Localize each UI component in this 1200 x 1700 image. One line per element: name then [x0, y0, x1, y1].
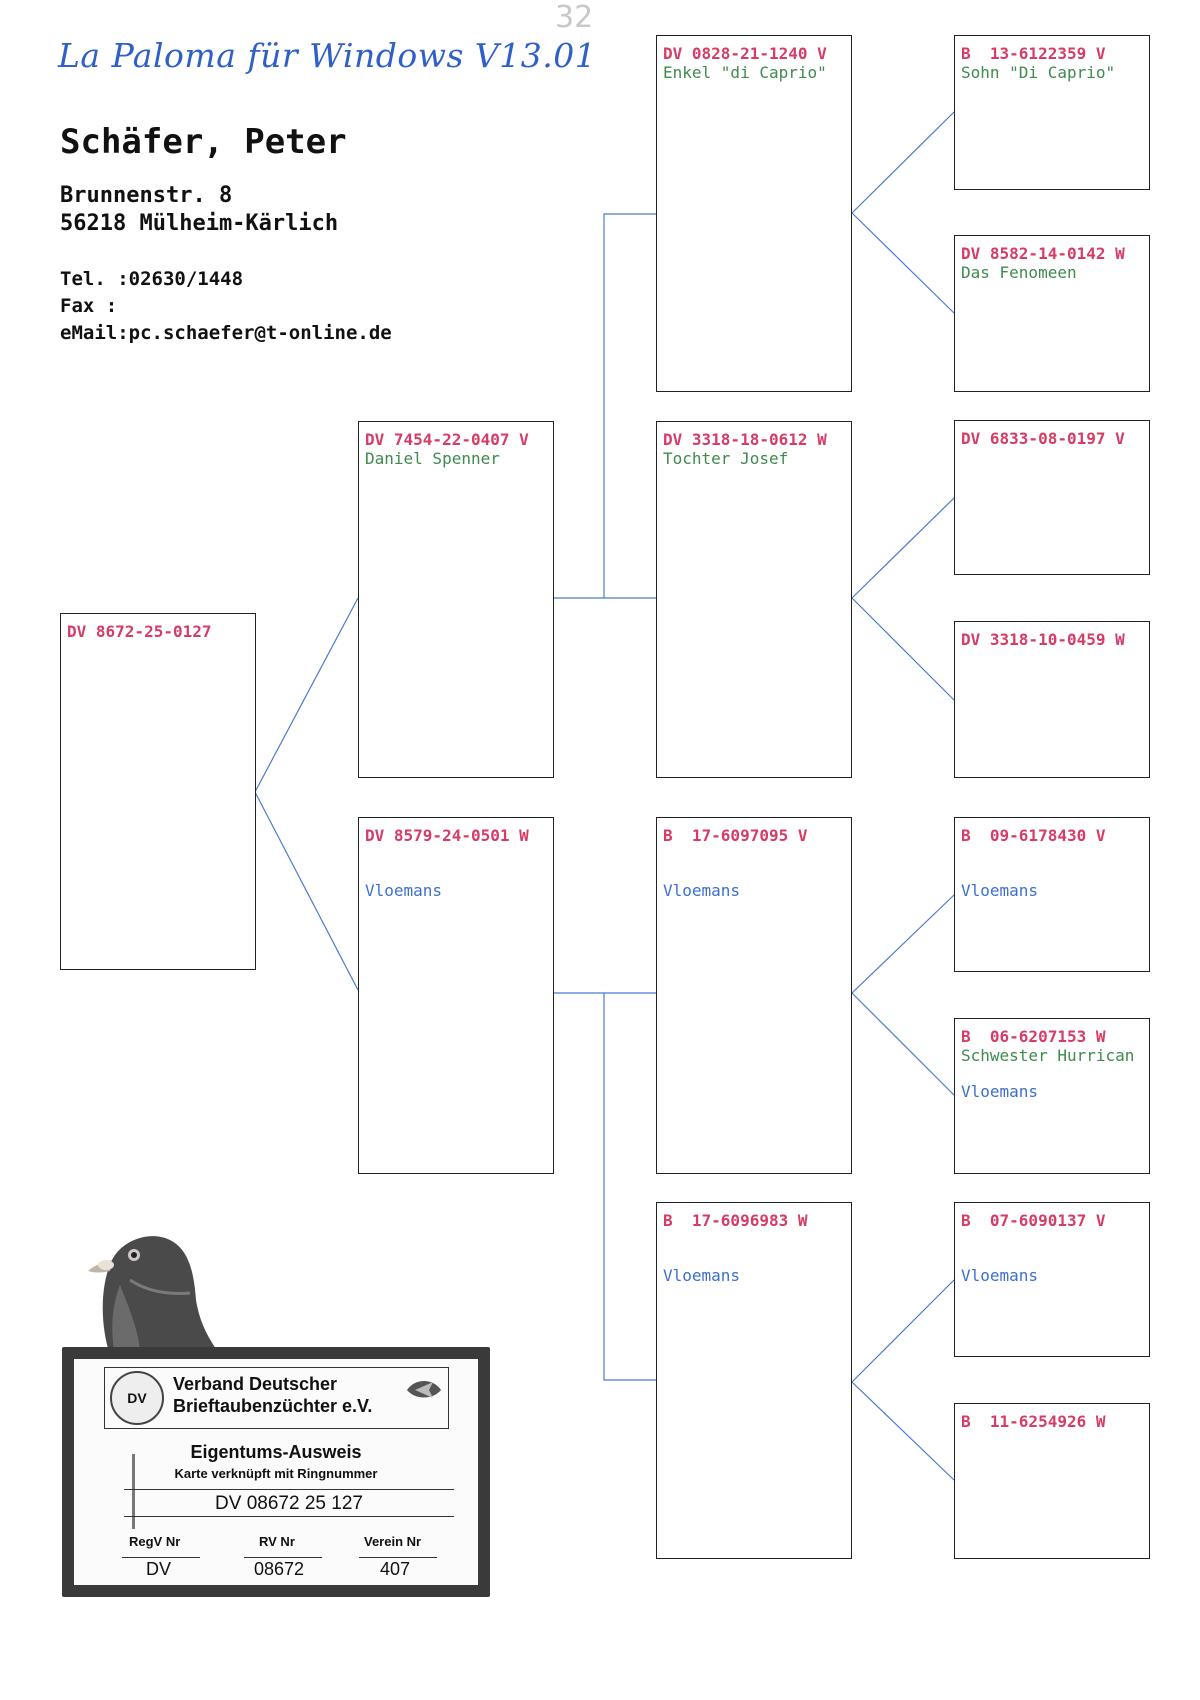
pigeon-box-fff[interactable]: B 13-6122359 V Sohn "Di Caprio" [954, 35, 1150, 190]
page-number-mark: 32 [555, 0, 594, 35]
divider [244, 1557, 322, 1558]
pigeon-box-mmm[interactable]: B 11-6254926 W [954, 1403, 1150, 1559]
verein-value: 407 [380, 1559, 411, 1579]
regv-label: RegV Nr [129, 1534, 181, 1549]
pigeon-box-mff[interactable]: B 09-6178430 V Vloemans [954, 817, 1150, 972]
ownership-card-face: DV Verband Deutscher Brieftaubenzüchter … [74, 1359, 478, 1585]
card-pin [132, 1454, 135, 1529]
pigeon-name: Sohn "Di Caprio" [961, 63, 1116, 82]
breeder-name: Vloemans [961, 1082, 1039, 1101]
ring-number: DV 3318-10-0459 W [961, 630, 1125, 649]
association-name-line1: Verband Deutscher [173, 1374, 338, 1394]
owner-fax: Fax : [60, 295, 118, 317]
divider [359, 1557, 437, 1558]
association-name-line2: Brieftaubenzüchter e.V. [173, 1395, 373, 1416]
breeder-name: Vloemans [365, 881, 443, 900]
owner-email: eMail:pc.schaefer@t-online.de [60, 322, 392, 344]
ring-number: B 17-6096983 W [663, 1211, 808, 1230]
pigeon-box-fm[interactable]: DV 3318-18-0612 W Tochter Josef [656, 421, 852, 778]
regv-value: DV [146, 1559, 172, 1579]
pigeon-box-ffm[interactable]: DV 8582-14-0142 W Das Fenomeen [954, 235, 1150, 392]
ring-number: B 17-6097095 V [663, 826, 808, 845]
owner-tel: Tel. :02630/1448 [60, 268, 244, 290]
pigeon-box-ff[interactable]: DV 0828-21-1240 V Enkel "di Caprio" [656, 35, 852, 392]
divider [124, 1489, 454, 1490]
ring-number: DV 3318-18-0612 W [663, 430, 827, 449]
pigeon-name: Tochter Josef [663, 449, 789, 468]
rv-value: 08672 [254, 1559, 305, 1579]
association-seal-icon: DV [110, 1371, 164, 1425]
ownership-card: DV Verband Deutscher Brieftaubenzüchter … [62, 1347, 490, 1597]
pigeon-box-mmf[interactable]: B 07-6090137 V Vloemans [954, 1202, 1150, 1357]
association-name: Verband Deutscher Brieftaubenzüchter e.V… [173, 1374, 372, 1417]
pigeon-name: Schwester Hurrican [961, 1046, 1135, 1065]
bird-emblem-icon [407, 1381, 441, 1398]
breeder-name: Vloemans [663, 881, 741, 900]
pigeon-illustration [88, 1236, 220, 1355]
card-ring-number: DV 08672 25 127 [215, 1493, 363, 1514]
ring-number: B 09-6178430 V [961, 826, 1106, 845]
owner-name: Schäfer, Peter [60, 122, 347, 162]
pigeon-name: Enkel "di Caprio" [663, 63, 827, 82]
ring-number: DV 7454-22-0407 V [365, 430, 529, 449]
divider [124, 1516, 454, 1517]
rv-label: RV Nr [259, 1534, 295, 1549]
ring-number: B 06-6207153 W [961, 1027, 1106, 1046]
breeder-name: Vloemans [961, 881, 1039, 900]
ring-number: DV 8582-14-0142 W [961, 244, 1125, 263]
pigeon-box-fmm[interactable]: DV 3318-10-0459 W [954, 621, 1150, 778]
ring-number: B 13-6122359 V [961, 44, 1106, 63]
pigeon-box-mm[interactable]: B 17-6096983 W Vloemans [656, 1202, 852, 1559]
pigeon-box-father[interactable]: DV 7454-22-0407 V Daniel Spenner [358, 421, 554, 778]
ring-number: B 07-6090137 V [961, 1211, 1106, 1230]
owner-city: 56218 Mülheim-Kärlich [60, 211, 339, 236]
software-title: La Paloma für Windows V13.01 [58, 36, 597, 75]
pigeon-box-subject[interactable]: DV 8672-25-0127 [60, 613, 256, 970]
pigeon-box-mfm[interactable]: B 06-6207153 W Schwester Hurrican Vloema… [954, 1018, 1150, 1174]
card-subtitle: Karte verknüpft mit Ringnummer [174, 1466, 378, 1481]
breeder-name: Vloemans [663, 1266, 741, 1285]
pigeon-box-fmf[interactable]: DV 6833-08-0197 V [954, 420, 1150, 575]
pigeon-name: Daniel Spenner [365, 449, 500, 468]
seal-text: DV [127, 1390, 147, 1406]
pigeon-box-mother[interactable]: DV 8579-24-0501 W Vloemans [358, 817, 554, 1174]
card-title: Eigentums-Ausweis [190, 1442, 362, 1462]
card-header: DV Verband Deutscher Brieftaubenzüchter … [104, 1367, 449, 1429]
verein-label: Verein Nr [364, 1534, 422, 1549]
breeder-name: Vloemans [961, 1266, 1039, 1285]
ring-number: DV 0828-21-1240 V [663, 44, 827, 63]
divider [122, 1557, 200, 1558]
ring-number: DV 8672-25-0127 [67, 622, 212, 641]
ring-number: DV 6833-08-0197 V [961, 429, 1125, 448]
pigeon-name: Das Fenomeen [961, 263, 1077, 282]
owner-street: Brunnenstr. 8 [60, 183, 233, 208]
ring-number: DV 8579-24-0501 W [365, 826, 529, 845]
ring-number: B 11-6254926 W [961, 1412, 1106, 1431]
pigeon-box-mf[interactable]: B 17-6097095 V Vloemans [656, 817, 852, 1174]
